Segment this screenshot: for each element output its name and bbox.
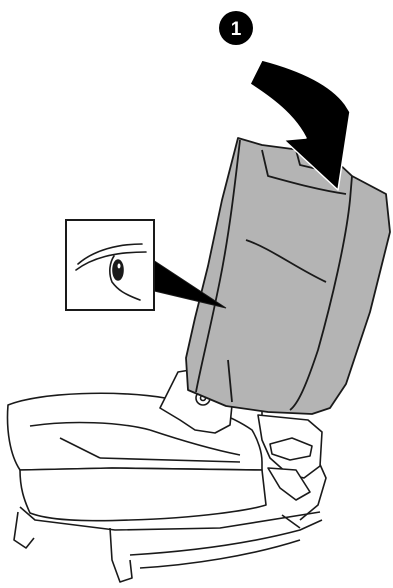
seat-cushion-front: [20, 468, 266, 521]
step-callout-number: 1: [231, 19, 242, 40]
inspect-eye-box: [66, 220, 154, 310]
seat-backrest: [186, 138, 390, 414]
step-callout: 1: [219, 11, 253, 45]
seat-belt-buckle: [258, 415, 322, 500]
seat-backrest-body: [186, 138, 390, 414]
